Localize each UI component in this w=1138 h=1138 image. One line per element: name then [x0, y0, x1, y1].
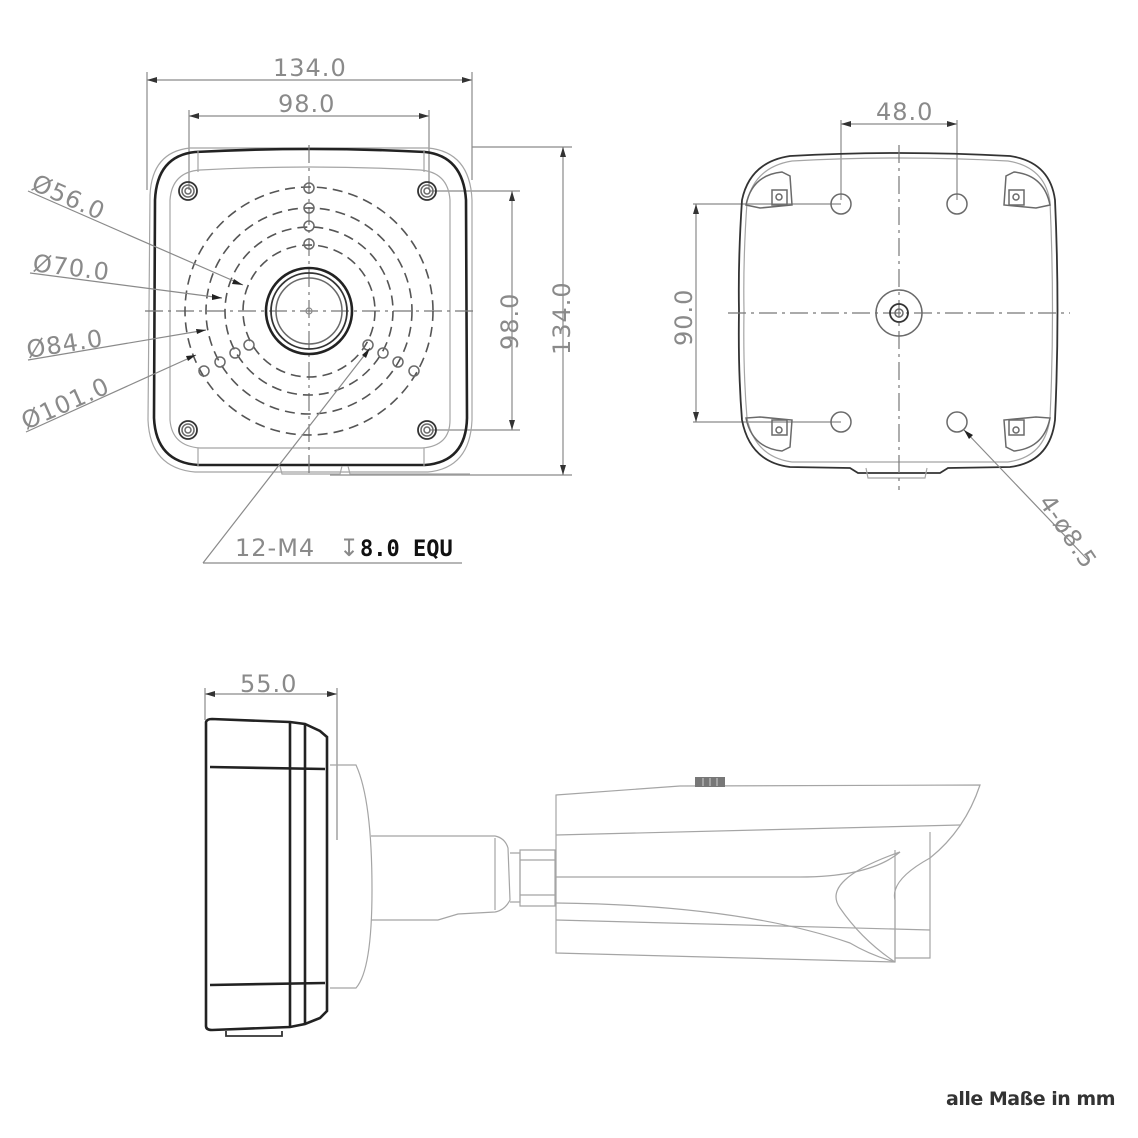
front-view: 134.0 98.0 98.0 134.0 — [17, 54, 576, 564]
dim-diameter-84: Ø84.0 — [25, 324, 106, 364]
dim-front-width-134: 134.0 — [273, 54, 347, 82]
corner-screw-icon — [178, 181, 437, 440]
dim-diameter-56: Ø56.0 — [28, 169, 110, 226]
thread-callout-prefix: 12-M4 — [235, 534, 315, 562]
thread-callout-depth: 8.0 EQU — [360, 537, 453, 562]
dim-front-height-134: 134.0 — [548, 281, 576, 355]
dim-diameter-70: Ø70.0 — [31, 249, 111, 286]
dim-side-depth-55: 55.0 — [240, 670, 297, 698]
mounting-hole-icon — [830, 193, 968, 433]
rear-view: 48.0 90.0 — [670, 98, 1103, 574]
depth-symbol-icon: ↧ — [339, 534, 360, 562]
units-note: alle Maße in mm — [946, 1088, 1116, 1110]
side-view: 55.0 — [204, 670, 981, 1037]
dim-diameter-101: Ø101.0 — [17, 372, 114, 436]
m4-hole-icon — [198, 182, 420, 377]
dim-rear-hole-spacing-48: 48.0 — [876, 98, 933, 126]
dim-rear-hole-spacing-90: 90.0 — [670, 289, 698, 346]
camera-top-button-icon — [695, 777, 725, 787]
mount-bracket-icon — [745, 171, 1051, 452]
dim-front-hole-width-98: 98.0 — [278, 90, 335, 118]
dim-front-hole-height-98: 98.0 — [496, 293, 524, 350]
dim-rear-hole-diameter: 4-ø8.5 — [1033, 490, 1103, 574]
